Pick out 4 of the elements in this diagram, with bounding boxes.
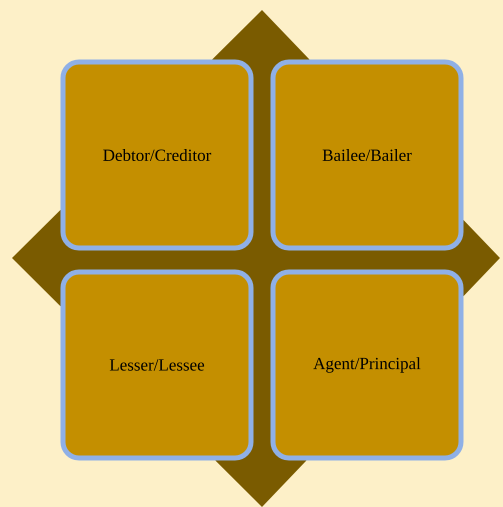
rounded-box: Bailee/Bailer xyxy=(270,60,464,250)
rounded-box: Lesser/Lessee xyxy=(60,270,254,460)
rounded-box: Agent/Principal xyxy=(270,270,464,460)
rounded-box: Debtor/Creditor xyxy=(60,60,254,250)
